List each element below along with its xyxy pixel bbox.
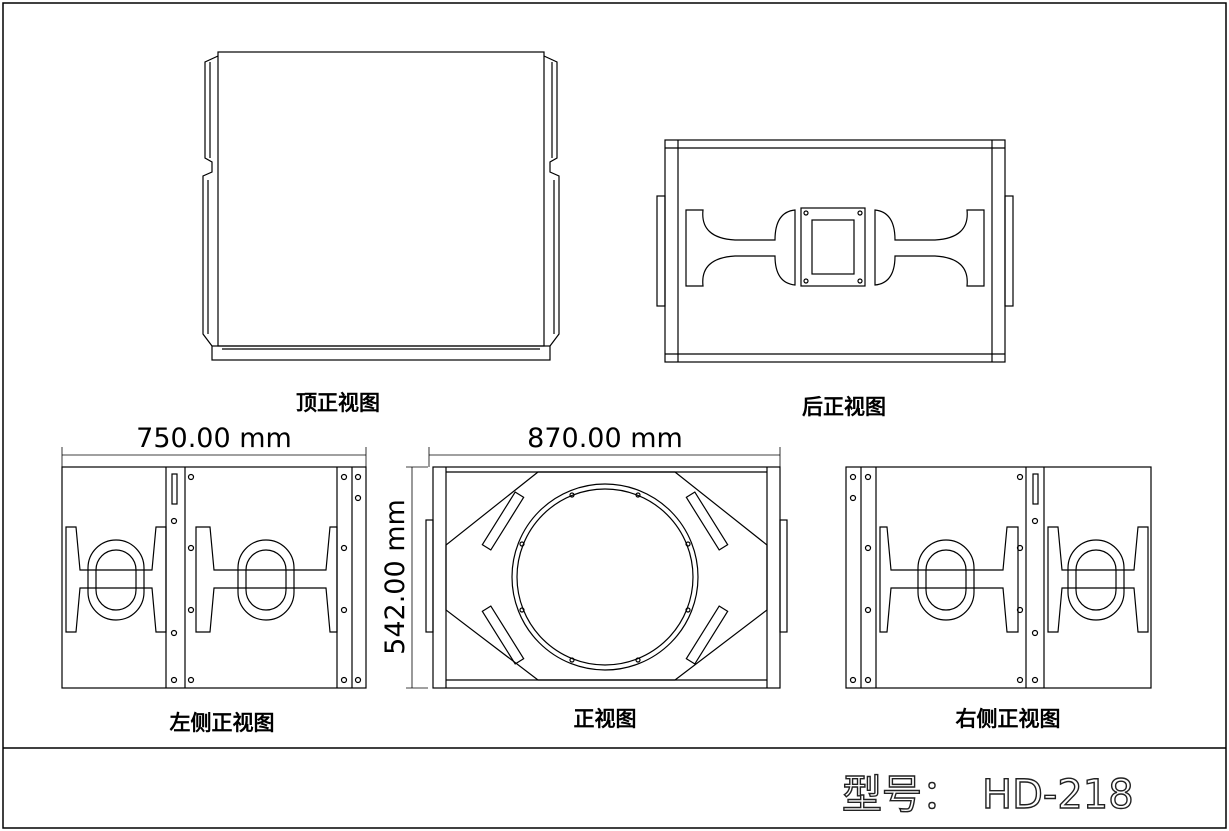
rear-view-label: 后正视图 xyxy=(802,395,886,419)
model-number: HD-218 xyxy=(982,772,1134,818)
rear-view-drawing xyxy=(656,139,1014,363)
left-side-view-drawing xyxy=(61,447,367,689)
front-view-label: 正视图 xyxy=(574,707,637,731)
model-label: 型号： xyxy=(842,772,962,818)
front-height-dimension: 542.00 mm xyxy=(380,499,411,655)
side-width-dimension: 750.00 mm xyxy=(136,423,292,454)
right-side-view-drawing xyxy=(845,466,1152,689)
left-side-view-label: 左侧正视图 xyxy=(170,711,275,735)
top-view-label: 顶正视图 xyxy=(296,391,380,415)
front-view-drawing xyxy=(406,447,788,689)
top-view-drawing xyxy=(202,51,560,361)
front-width-dimension: 870.00 mm xyxy=(527,423,683,454)
right-side-view-label: 右侧正视图 xyxy=(956,707,1061,731)
